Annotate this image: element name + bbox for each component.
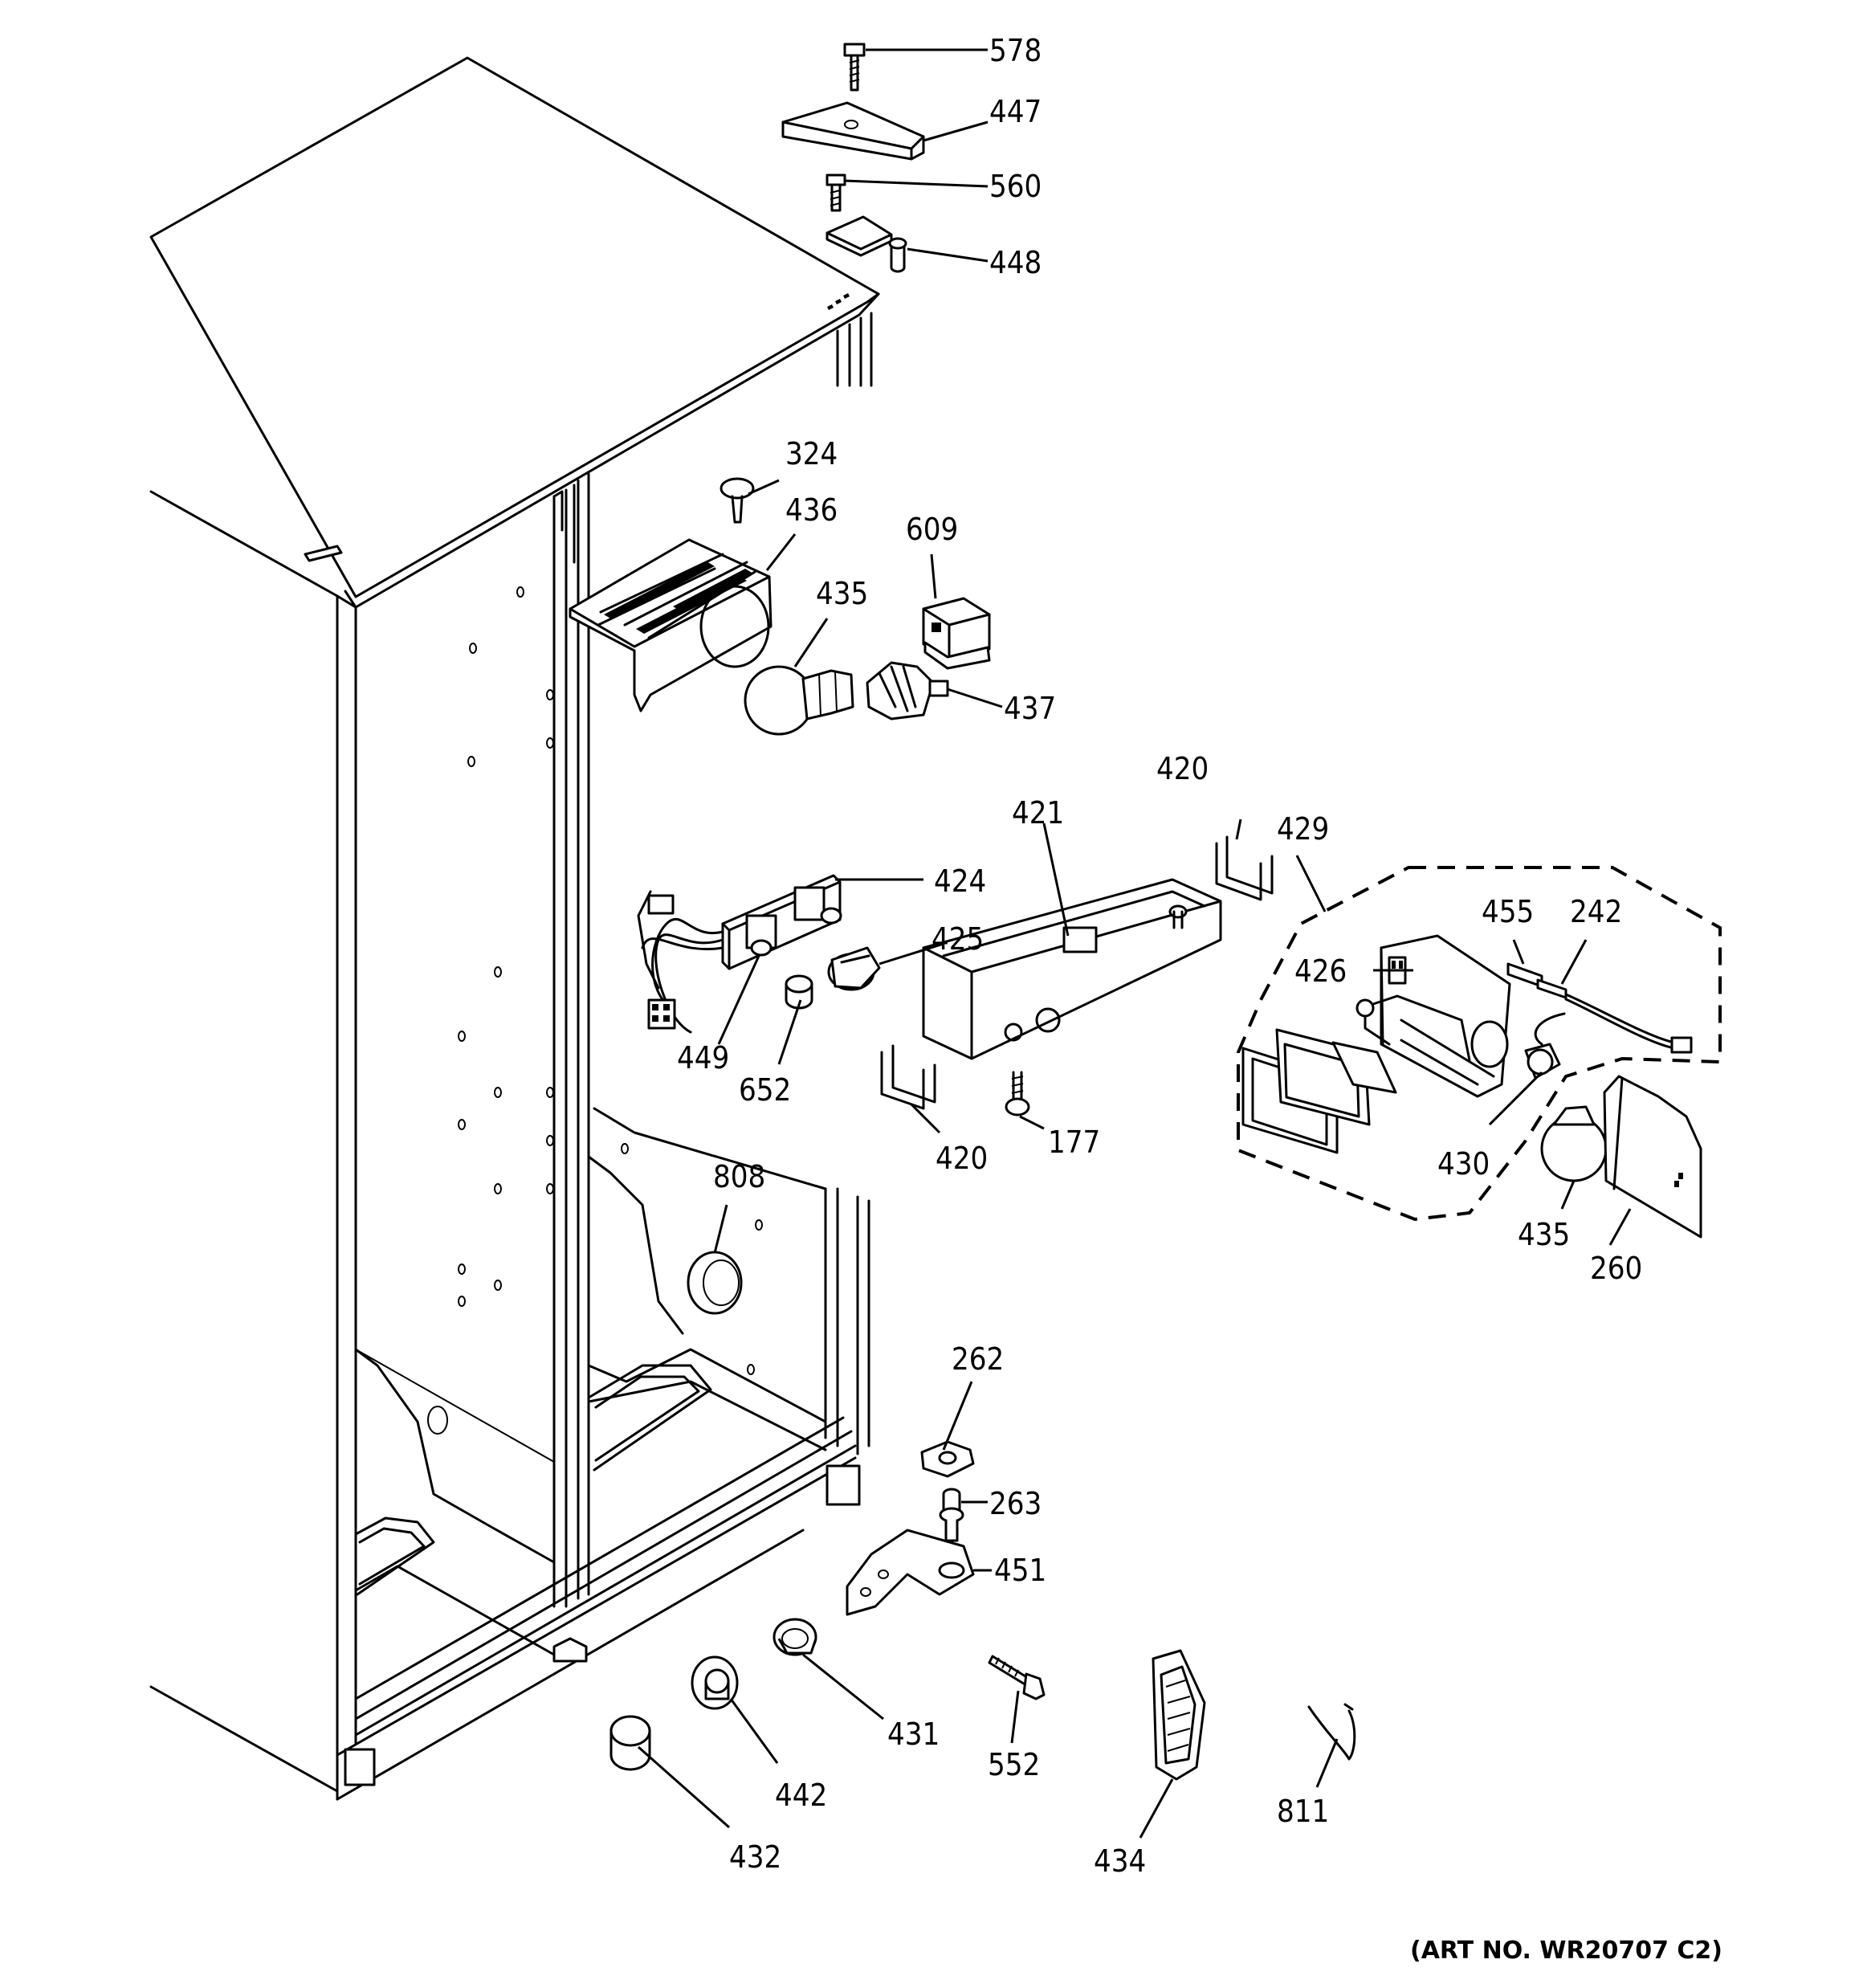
label-177: 177 (1048, 1125, 1100, 1160)
cap-431 (773, 1618, 817, 1656)
clip-420-lower (880, 1044, 936, 1110)
hinge-screw-578 (843, 43, 866, 92)
label-260: 260 (1590, 1251, 1642, 1286)
label-578: 578 (989, 33, 1042, 68)
bushing-652 (785, 974, 813, 1010)
bolt-552 (988, 1655, 1046, 1700)
light-socket-437 (866, 661, 949, 720)
light-bulb-435-lower (1540, 1105, 1608, 1182)
light-bulb-435-upper (744, 665, 854, 736)
label-609: 609 (906, 512, 958, 547)
label-435-upper: 435 (816, 576, 868, 611)
label-811: 811 (1277, 1794, 1329, 1829)
label-420-lower: 420 (936, 1141, 988, 1176)
hinge-pin-bushing-262 (920, 1440, 975, 1478)
hinge-pin-263 (939, 1488, 964, 1542)
light-cover-260 (1603, 1075, 1702, 1239)
assembly-429-outline (1237, 866, 1722, 1222)
spacer-432 (609, 1715, 651, 1771)
label-432: 432 (729, 1839, 781, 1875)
control-housing-421 (922, 878, 1222, 1060)
label-436: 436 (785, 492, 838, 528)
label-430: 430 (1437, 1146, 1490, 1182)
lamp-socket-430 (1524, 1043, 1561, 1080)
screw-177 (1005, 1071, 1030, 1116)
label-420-upper: 420 (1156, 751, 1209, 786)
label-451: 451 (994, 1553, 1046, 1588)
label-434: 434 (1094, 1843, 1146, 1879)
bottom-hinge-451 (846, 1529, 975, 1616)
label-652: 652 (739, 1072, 791, 1108)
housing-426 (1355, 934, 1511, 1098)
shelf-support-808 (687, 1251, 743, 1315)
label-425: 425 (932, 921, 984, 957)
label-437: 437 (1004, 691, 1056, 726)
label-424: 424 (934, 863, 986, 899)
label-262: 262 (952, 1341, 1004, 1377)
label-552: 552 (988, 1747, 1040, 1782)
push-pin-324 (720, 477, 755, 524)
clip-420-upper (1215, 835, 1274, 901)
wire-harness-242 (1534, 978, 1693, 1054)
washer-442 (691, 1655, 739, 1710)
refrigerator-cabinet (149, 56, 880, 1801)
label-447: 447 (989, 94, 1042, 129)
top-hinge-448 (826, 215, 907, 273)
temperature-control-424 (637, 874, 842, 1034)
hinge-screw-560 (826, 173, 846, 212)
hinge-cover-447 (781, 101, 925, 161)
frame-parts (1241, 1028, 1397, 1154)
leader-lines (638, 48, 1632, 1839)
light-shield-436 (569, 538, 773, 712)
control-knob-425 (827, 946, 881, 991)
label-242: 242 (1570, 894, 1622, 929)
clip-811 (1307, 1703, 1356, 1761)
callout-labels: 578 447 560 448 324 436 435 609 437 424 … (677, 33, 1642, 1879)
label-263: 263 (989, 1486, 1042, 1521)
label-455: 455 (1482, 894, 1534, 929)
label-808: 808 (713, 1159, 765, 1194)
label-426: 426 (1294, 953, 1347, 989)
label-560: 560 (989, 169, 1042, 204)
label-448: 448 (989, 245, 1042, 280)
label-324: 324 (785, 436, 838, 471)
door-switch-609 (922, 597, 991, 670)
grille-434 (1152, 1649, 1206, 1781)
label-435-lower: 435 (1518, 1217, 1570, 1252)
label-449: 449 (677, 1040, 729, 1076)
label-421: 421 (1012, 795, 1064, 831)
label-442: 442 (775, 1778, 827, 1813)
label-429: 429 (1277, 811, 1329, 847)
art-number: (ART NO. WR20707 C2) (1410, 1937, 1722, 1965)
label-431: 431 (887, 1717, 940, 1752)
